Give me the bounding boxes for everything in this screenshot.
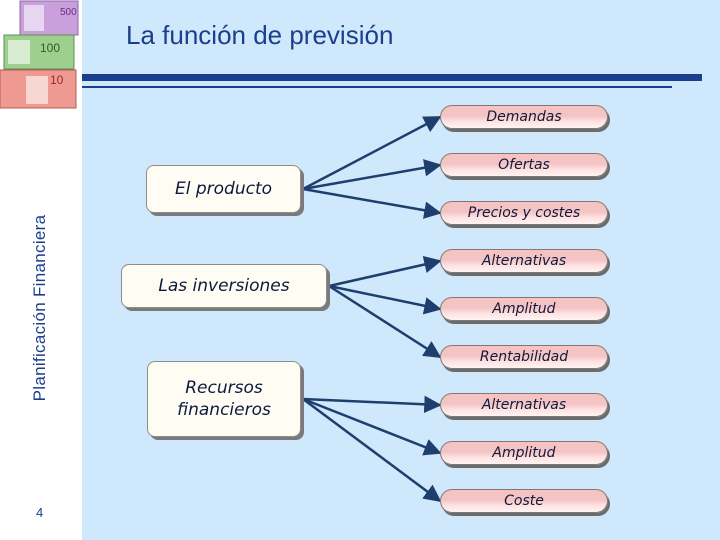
- connector-arrow: [302, 187, 442, 219]
- slide-title: La función de previsión: [126, 20, 394, 50]
- connector-arrow: [328, 284, 442, 315]
- target-label-amplitud-1: Amplitud: [492, 301, 556, 317]
- target-precios-costes: Precios y costes: [440, 201, 608, 225]
- target-label-alternativas-2: Alternativas: [481, 397, 567, 413]
- target-label-rentabilidad: Rentabilidad: [479, 349, 569, 365]
- connector-arrow: [302, 397, 442, 503]
- target-coste: Coste: [440, 489, 608, 513]
- banknote-500-label: 500: [60, 7, 77, 18]
- connector-arrow: [302, 395, 442, 414]
- target-label-precios-costes: Precios y costes: [467, 205, 581, 221]
- target-alternativas-2: Alternativas: [440, 393, 608, 417]
- source-label-inversiones: Las inversiones: [158, 276, 290, 296]
- target-label-ofertas: Ofertas: [498, 157, 550, 173]
- connector-arrow: [328, 255, 442, 288]
- target-label-demandas: Demandas: [486, 109, 562, 125]
- source-box-inversiones: Las inversiones: [121, 264, 327, 308]
- source-box-recursos: Recursos financieros: [147, 361, 301, 437]
- target-label-coste: Coste: [504, 493, 544, 509]
- source-label-recursos: Recursos financieros: [177, 378, 271, 420]
- connector-arrow: [302, 115, 442, 191]
- connector-arrow: [328, 284, 442, 359]
- euro-banknotes-image: 500 100 10: [0, 0, 79, 109]
- connector-arrow: [302, 159, 442, 191]
- target-amplitud-2: Amplitud: [440, 441, 608, 465]
- banknote-10-label: 10: [50, 73, 64, 87]
- target-rentabilidad: Rentabilidad: [440, 345, 608, 369]
- target-label-alternativas-1: Alternativas: [481, 253, 567, 269]
- banknote-100-label: 100: [40, 41, 60, 55]
- page-number: 4: [36, 505, 44, 520]
- source-label-producto: El producto: [174, 179, 273, 199]
- source-box-producto: El producto: [146, 165, 301, 213]
- title-rule-thick: [82, 74, 702, 81]
- target-demandas: Demandas: [440, 105, 608, 129]
- connector-arrow: [302, 397, 442, 456]
- target-ofertas: Ofertas: [440, 153, 608, 177]
- target-alternativas-1: Alternativas: [440, 249, 608, 273]
- target-label-amplitud-2: Amplitud: [492, 445, 556, 461]
- title-rule-thin: [82, 86, 672, 88]
- sidebar: 500 100 10 Planificación Financiera 4: [0, 0, 82, 540]
- target-amplitud-1: Amplitud: [440, 297, 608, 321]
